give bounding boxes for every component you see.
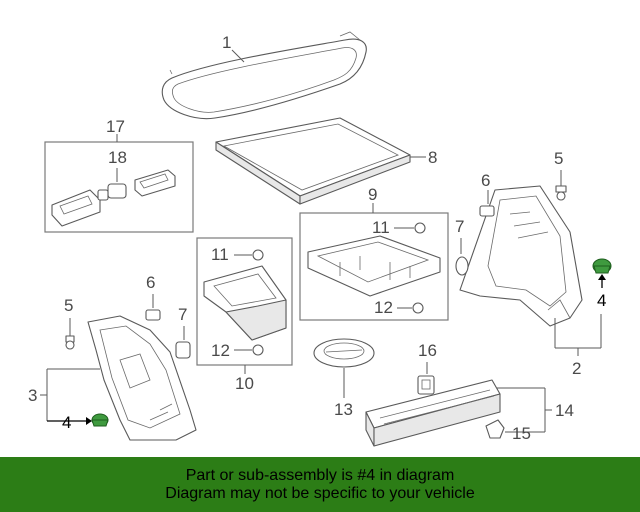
part-9-tray[interactable] [307, 235, 441, 297]
callout-7b: 7 [455, 217, 464, 236]
part-4-clip-right[interactable] [592, 258, 612, 274]
part-13-tire-tray[interactable] [313, 338, 375, 368]
callout-7a: 7 [178, 305, 187, 324]
part-18-bulb[interactable] [97, 183, 127, 201]
callout-16: 16 [418, 341, 437, 360]
callout-5b: 5 [554, 149, 563, 168]
callout-4b: 4 [597, 291, 606, 310]
group-box-9 [299, 212, 449, 321]
part-11-clip-b[interactable] [252, 249, 264, 261]
callout-11b: 11 [372, 218, 390, 237]
part-5-bolt-left[interactable] [65, 318, 75, 350]
part-8-floor-panel[interactable] [215, 117, 411, 205]
parts-diagram: 1 8 17 18 9 11 12 10 11 [28, 31, 612, 447]
part-7-cap-right[interactable] [455, 238, 469, 276]
arrow-4b [598, 274, 606, 280]
part-5-bolt-right[interactable] [555, 170, 567, 201]
part-6-clip-right[interactable] [479, 190, 495, 217]
callout-6b: 6 [481, 171, 490, 190]
part-11-clip[interactable] [414, 222, 426, 234]
part-7-cap-left[interactable] [175, 326, 191, 359]
part-15-clip[interactable] [485, 419, 505, 439]
callout-1: 1 [222, 33, 231, 52]
part-4-clip-left[interactable] [91, 413, 109, 427]
callout-8: 8 [428, 148, 437, 167]
part-2-right-quarter-trim[interactable] [459, 185, 583, 327]
callout-11a: 11 [211, 245, 229, 264]
callout-4a: 4 [62, 413, 71, 432]
info-banner: Part or sub-assembly is #4 in diagram Di… [0, 457, 640, 512]
callout-2: 2 [572, 359, 581, 378]
part-14-sill-plate[interactable] [365, 379, 501, 447]
part-3-left-quarter-trim[interactable] [87, 315, 197, 441]
part-12-grommet[interactable] [412, 302, 424, 314]
part-10-storage-box[interactable] [203, 265, 287, 341]
banner-line-1: Part or sub-assembly is #4 in diagram [185, 466, 455, 484]
part-6-clip-left[interactable] [145, 294, 161, 321]
callout-12b: 12 [374, 298, 393, 317]
group-box-17 [44, 141, 194, 233]
callout-18: 18 [108, 148, 127, 167]
callout-13: 13 [334, 400, 353, 419]
callout-17: 17 [106, 117, 125, 136]
part-17-lamp-assembly[interactable] [51, 169, 176, 227]
callout-15: 15 [512, 424, 531, 443]
callout-9: 9 [368, 185, 377, 204]
callout-3: 3 [28, 386, 37, 405]
part-1-cover-frame[interactable] [161, 31, 367, 120]
callout-6a: 6 [146, 273, 155, 292]
part-12-grommet-b[interactable] [252, 344, 264, 356]
callout-5a: 5 [64, 296, 73, 315]
arrow-4a [86, 417, 92, 425]
banner-line-2: Diagram may not be specific to your vehi… [165, 484, 475, 502]
leader-1 [231, 49, 245, 63]
callout-10: 10 [235, 374, 254, 393]
callout-14: 14 [555, 401, 574, 420]
callout-12a: 12 [211, 341, 230, 360]
part-16-hook[interactable] [417, 375, 435, 395]
